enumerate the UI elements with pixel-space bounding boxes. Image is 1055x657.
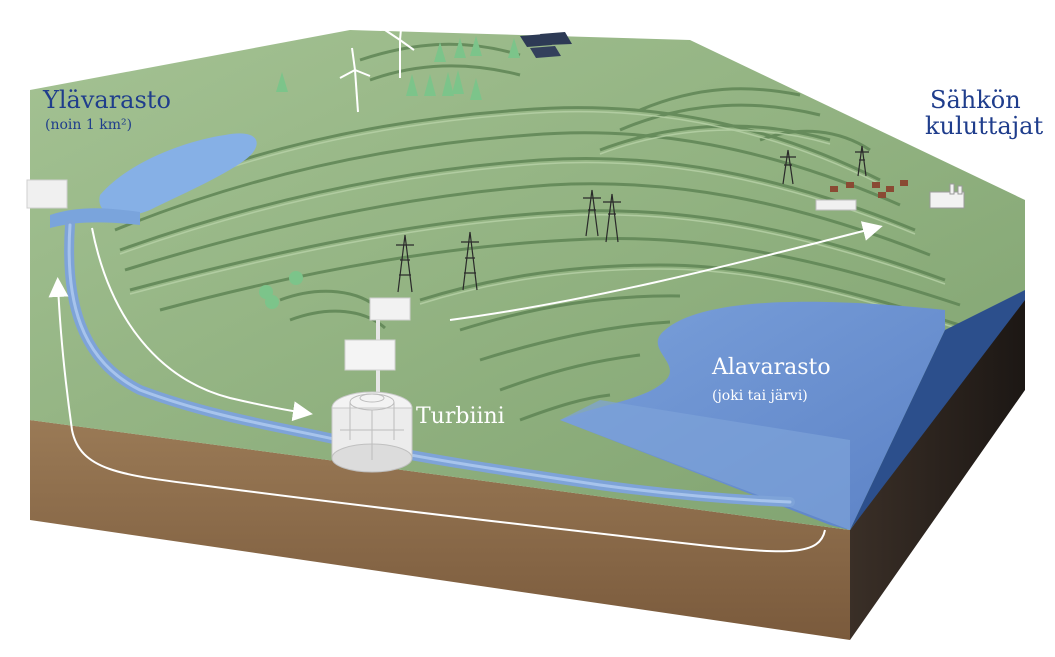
wind-turbine-icon bbox=[339, 47, 371, 113]
factory-icon bbox=[929, 183, 965, 209]
soil-right-face bbox=[850, 290, 1025, 640]
consumers-area bbox=[815, 180, 965, 211]
solar-panel-icon bbox=[520, 32, 572, 58]
tree-icon bbox=[406, 74, 418, 96]
building-icon bbox=[815, 199, 857, 211]
tree-icon bbox=[452, 70, 464, 94]
consumers-label-line2: kuluttajat bbox=[925, 112, 1044, 140]
intake-building bbox=[26, 179, 68, 209]
upper-reservoir-label: Ylävarasto bbox=[43, 86, 171, 114]
flow-arrows bbox=[48, 221, 883, 553]
upper-reservoir-water bbox=[99, 133, 257, 216]
tree-icon bbox=[454, 38, 466, 58]
tree-icon bbox=[276, 72, 288, 92]
arrow-pump-up bbox=[48, 277, 826, 553]
arrow-to-consumers bbox=[449, 221, 883, 321]
power-pylon-icon bbox=[396, 234, 414, 293]
power-pylon-icon bbox=[583, 189, 601, 237]
power-pylon-icon bbox=[855, 145, 869, 177]
turbine-icon bbox=[340, 393, 404, 460]
lake-right-face bbox=[850, 290, 1025, 530]
shaft-block bbox=[344, 339, 396, 371]
tree-icon bbox=[508, 38, 520, 58]
tree-icon bbox=[470, 36, 482, 56]
upper-reservoir-size-label: (noin 1 km²) bbox=[45, 117, 133, 133]
consumers-label-line1: Sähkön bbox=[930, 86, 1021, 114]
arrow-down-to-turbine bbox=[91, 227, 313, 422]
turbine-label: Turbiini bbox=[416, 404, 505, 429]
tree-icon bbox=[289, 271, 303, 285]
wind-turbines bbox=[339, 17, 415, 113]
tree-icon bbox=[470, 78, 482, 100]
tree-icon bbox=[424, 74, 436, 96]
lower-reservoir-label: Alavarasto bbox=[712, 355, 831, 380]
surface-building bbox=[369, 297, 411, 321]
power-pylon-icon bbox=[780, 149, 796, 185]
tree-icon bbox=[265, 295, 279, 309]
power-pylon-icon bbox=[603, 193, 621, 243]
soil-block bbox=[30, 290, 1025, 640]
power-pylon-icon bbox=[461, 231, 479, 291]
wind-turbine-icon bbox=[384, 17, 415, 78]
houses bbox=[830, 180, 908, 198]
soil-front-face bbox=[30, 420, 850, 640]
tree-icon bbox=[442, 72, 454, 96]
power-pylons bbox=[396, 145, 869, 293]
lower-reservoir-note-label: (joki tai järvi) bbox=[712, 388, 808, 404]
turbine-station bbox=[26, 179, 413, 473]
tree-icon bbox=[434, 42, 446, 62]
trees bbox=[259, 36, 520, 309]
